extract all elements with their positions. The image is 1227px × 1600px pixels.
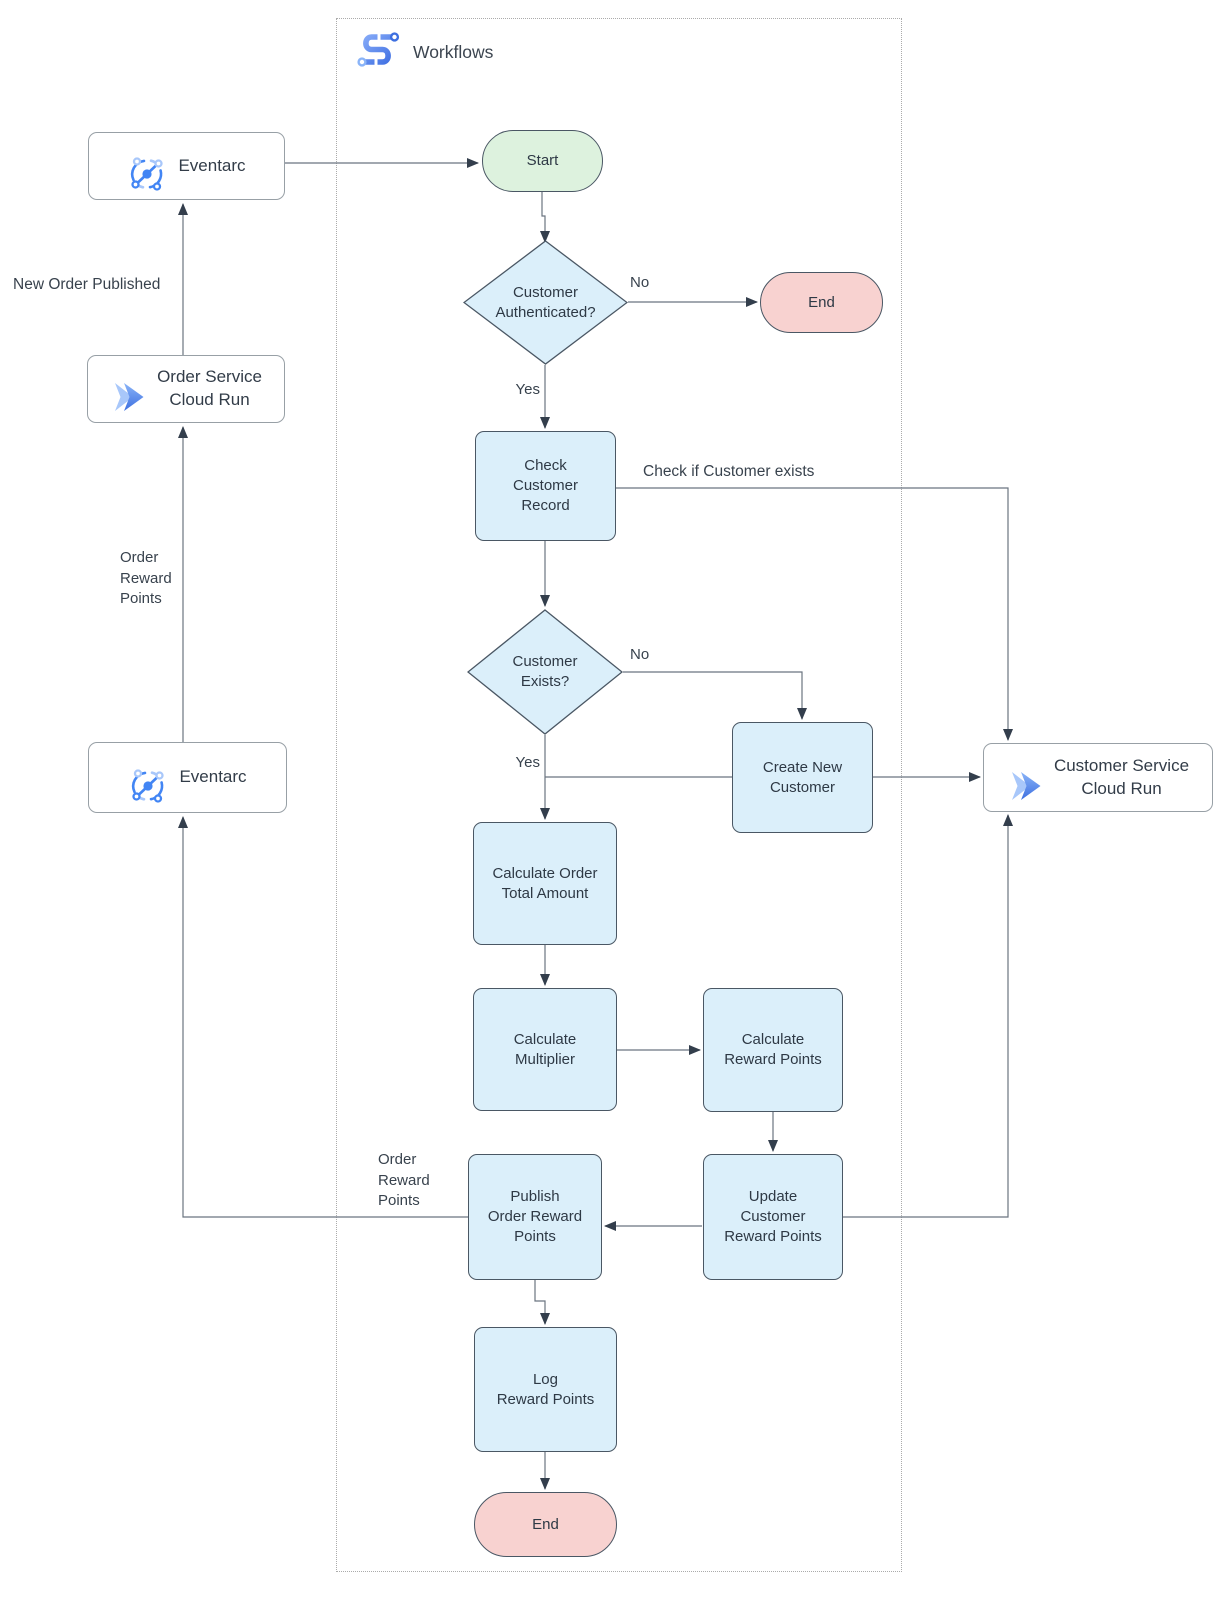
workflows-icon [354, 29, 400, 76]
node-label: Create New Customer [762, 758, 843, 796]
node-eventarc-top[interactable]: Eventarc [88, 132, 285, 200]
eventarc-icon [127, 133, 167, 198]
diamond-shape [463, 240, 628, 365]
workflows-container [336, 18, 902, 1572]
edge-label-auth-no: No [630, 274, 650, 291]
node-eventarc-bottom[interactable]: Eventarc [88, 742, 287, 813]
node-label: Calculate Multiplier [513, 1030, 577, 1068]
node-end-bottom[interactable]: End [474, 1492, 617, 1557]
cloud-run-icon [110, 358, 146, 419]
node-order-service-cloud-run[interactable]: Order Service Cloud Run [87, 355, 285, 423]
node-label: End [808, 293, 835, 311]
node-label: Check Customer Record [512, 457, 579, 514]
node-log-reward-points[interactable]: Log Reward Points [474, 1327, 617, 1452]
node-customer-authenticated-decision[interactable]: Customer Authenticated? [463, 240, 628, 365]
node-label: End [532, 1515, 559, 1533]
cloud-run-icon [1007, 747, 1043, 808]
workflows-header: Workflows [354, 27, 493, 77]
node-create-new-customer[interactable]: Create New Customer [732, 722, 873, 833]
node-label: Order Service Cloud Run [157, 367, 262, 409]
node-label: Publish Order Reward Points [487, 1188, 583, 1245]
node-label: Calculate Reward Points [724, 1031, 822, 1068]
node-end-top[interactable]: End [760, 272, 883, 333]
node-customer-service-cloud-run[interactable]: Customer Service Cloud Run [983, 743, 1213, 812]
node-calculate-reward-points[interactable]: Calculate Reward Points [703, 988, 843, 1112]
node-customer-exists-decision[interactable]: Customer Exists? [467, 609, 623, 735]
node-calculate-order-total[interactable]: Calculate Order Total Amount [473, 822, 617, 945]
edge-label-order-reward-points-mid: Order Reward Points [120, 549, 172, 608]
eventarc-icon [128, 745, 168, 810]
edge-label-exists-yes: Yes [515, 754, 540, 771]
node-label: Log Reward Points [496, 1370, 595, 1408]
node-check-customer-record[interactable]: Check Customer Record [475, 431, 616, 541]
node-update-customer-reward-points[interactable]: Update Customer Reward Points [703, 1154, 843, 1280]
edge-label-check-if-customer-exists: Check if Customer exists [643, 463, 815, 480]
node-start[interactable]: Start [482, 130, 603, 192]
node-label: Customer Authenticated? [495, 283, 596, 321]
diamond-shape [467, 609, 623, 735]
node-label: Update Customer Reward Points [724, 1188, 822, 1245]
node-label: Customer Service Cloud Run [1053, 755, 1190, 798]
node-label: Start [526, 152, 559, 170]
node-label: Calculate Order Total Amount [492, 864, 598, 902]
workflows-title: Workflows [413, 41, 494, 62]
edge-label-exists-no: No [630, 646, 650, 663]
node-calculate-multiplier[interactable]: Calculate Multiplier [473, 988, 617, 1111]
node-label: Eventarc [179, 767, 247, 787]
edge-label-new-order-published: New Order Published [13, 276, 161, 293]
edge-label-auth-yes: Yes [515, 381, 540, 398]
node-label: Customer Exists? [512, 653, 578, 690]
edge-label-order-reward-points-low: Order Reward Points [378, 1151, 430, 1210]
node-label: Eventarc [178, 155, 246, 175]
node-publish-order-reward-points[interactable]: Publish Order Reward Points [468, 1154, 602, 1280]
